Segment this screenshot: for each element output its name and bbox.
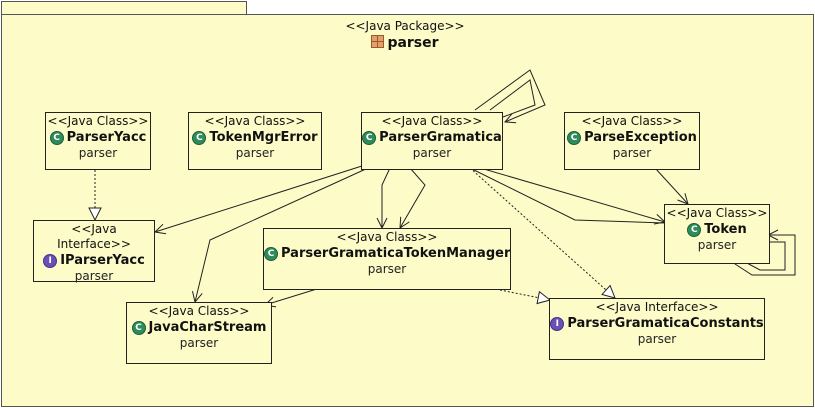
association-tokenmanager-javacharstream (265, 287, 321, 305)
class-icon: C (49, 131, 64, 145)
class-icon: C (567, 131, 582, 145)
class-package: parser (367, 262, 407, 276)
class-name: IParserYacc (60, 253, 145, 268)
class-stereotype: <<Java Class>> (204, 114, 306, 128)
realization-parsergramatica-constants (469, 167, 615, 298)
realization-tokenmanager-constants (499, 289, 550, 300)
association-parsergramatica-tokenmanager-2 (400, 167, 426, 228)
class-package: parser (74, 269, 114, 283)
class-stereotype: <<Java Class>> (148, 304, 250, 318)
class-icon: C (264, 247, 278, 261)
class-name: ParserGramatica (379, 130, 502, 145)
class-stereotype: <<Java Class>> (47, 114, 149, 128)
self-association-token (731, 235, 796, 276)
class-icon: C (362, 131, 377, 145)
association-parsergramatica-token-1 (459, 161, 665, 222)
class-stereotype: <<Java Class>> (381, 114, 483, 128)
class-package: parser (179, 336, 219, 350)
association-parsergramatica-javacharstream (195, 167, 369, 302)
class-package: parser (235, 146, 275, 160)
class-name: ParseException (584, 130, 697, 145)
class-stereotype: <<Java Interface>> (595, 300, 719, 314)
package-icon (371, 35, 385, 48)
class-stereotype: <<Java Interface>> (57, 222, 131, 251)
package-stereotype: <<Java Package>> (345, 19, 465, 33)
association-parsergramatica-tokenmanager-1 (382, 167, 391, 228)
class-package: parser (78, 146, 118, 160)
class-icon: C (131, 321, 146, 335)
package-tab (1, 1, 247, 15)
association-parsergramatica-token-2 (469, 167, 666, 224)
class-name: TokenMgrError (209, 130, 318, 145)
self-association-parsergramatica (474, 69, 546, 122)
association-parseexception-token (654, 167, 688, 204)
class-package: parser (412, 146, 452, 160)
class-icon: C (687, 223, 702, 237)
class-icon: C (192, 131, 207, 145)
package-name: parser (387, 35, 439, 51)
self-association-parsergramatica-2 (489, 79, 536, 118)
self-association-token-2 (744, 241, 786, 271)
package-title: parser (0, 35, 810, 51)
class-stereotype: <<Java Class>> (336, 230, 438, 244)
interface-icon: I (550, 317, 565, 331)
class-package: parser (612, 146, 652, 160)
class-package: parser (697, 238, 737, 252)
class-name: ParserGramaticaTokenManager (281, 246, 511, 261)
class-name: JavaCharStream (148, 320, 267, 335)
class-name: ParserGramaticaConstants (567, 316, 764, 331)
association-parsergramatica-iparseryacc (155, 164, 366, 232)
interface-icon: I (43, 254, 58, 268)
class-package: parser (637, 332, 677, 346)
class-name: Token (704, 222, 747, 237)
class-name: ParserYacc (66, 130, 147, 145)
class-stereotype: <<Java Class>> (581, 114, 683, 128)
class-stereotype: <<Java Class>> (666, 206, 768, 220)
